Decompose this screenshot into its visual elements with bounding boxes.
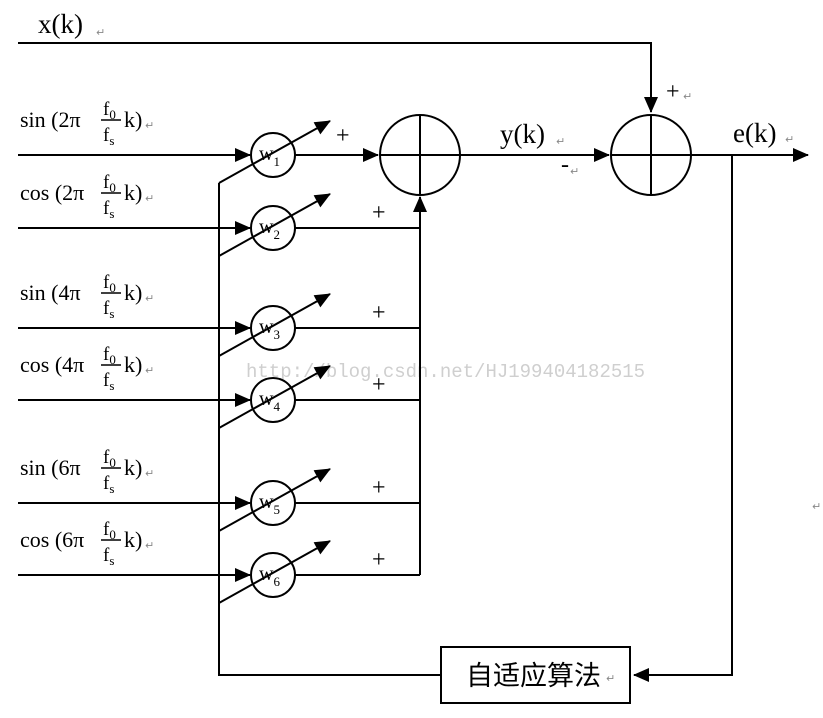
- plus-sign: +: [372, 300, 386, 326]
- input-branch: sin (2π f0 fs k)↵ w1 +: [18, 99, 379, 184]
- paragraph-mark: ↵: [145, 364, 154, 377]
- fraction-numerator: f0: [103, 99, 116, 122]
- reference-input-label: x(k): [38, 9, 83, 39]
- fraction-numerator: f0: [103, 344, 116, 367]
- input-variable-label: k): [124, 107, 142, 132]
- weight-label: w2: [259, 216, 280, 242]
- paragraph-mark: ↵: [556, 135, 565, 148]
- paragraph-mark: ↵: [145, 539, 154, 552]
- summing-junction-error: [610, 114, 692, 196]
- paragraph-mark: ↵: [785, 133, 794, 146]
- output-label: y(k): [500, 119, 545, 149]
- input-variable-label: k): [124, 455, 142, 480]
- fraction-denominator: fs: [103, 198, 114, 221]
- input-variable-label: k): [124, 352, 142, 377]
- paragraph-mark: ↵: [570, 165, 579, 178]
- fraction-denominator: fs: [103, 298, 114, 321]
- plus-sign: +: [372, 475, 386, 501]
- error-sum-plus-sign: +: [666, 79, 680, 105]
- paragraph-mark: ↵: [96, 26, 105, 39]
- input-function-label: sin (2π: [20, 107, 81, 132]
- plus-sign: +: [372, 372, 386, 398]
- input-variable-label: k): [124, 280, 142, 305]
- input-variable-label: k): [124, 527, 142, 552]
- plus-sign: +: [336, 123, 350, 149]
- fraction-numerator: f0: [103, 272, 116, 295]
- summing-junction-output: [379, 114, 461, 196]
- input-variable-label: k): [124, 180, 142, 205]
- adaptation-arrow: [218, 193, 331, 257]
- weight-label: w6: [259, 563, 280, 589]
- paragraph-mark: ↵: [683, 90, 692, 103]
- paragraph-mark: ↵: [145, 192, 154, 205]
- adaptation-arrow: [218, 293, 331, 357]
- input-function-label: sin (4π: [20, 280, 81, 305]
- paragraph-mark: ↵: [812, 500, 821, 513]
- fraction-denominator: fs: [103, 545, 114, 568]
- fraction-denominator: fs: [103, 473, 114, 496]
- error-feedback-line: [633, 155, 733, 682]
- input-function-label: cos (4π: [20, 352, 84, 377]
- weight-label: w5: [259, 491, 280, 517]
- input-branch: cos (4π f0 fs k)↵ w4 +: [18, 344, 420, 429]
- weight-label: w4: [259, 388, 280, 414]
- adaptation-arrow: [218, 120, 331, 184]
- adaptation-bus: [218, 183, 441, 676]
- reference-signal-line: [18, 42, 658, 113]
- input-function-label: sin (6π: [20, 455, 81, 480]
- paragraph-mark: ↵: [606, 672, 615, 685]
- minus-sign: -: [561, 152, 569, 178]
- input-branch: sin (4π f0 fs k)↵ w3 +: [18, 272, 420, 357]
- watermark: http://blog.csdn.net/HJ199404182515: [246, 361, 645, 383]
- fraction-denominator: fs: [103, 370, 114, 393]
- error-label: e(k): [733, 118, 776, 148]
- adaptation-arrow: [218, 468, 331, 532]
- adaptive-algorithm-label: 自适应算法: [466, 661, 601, 692]
- input-function-label: cos (6π: [20, 527, 84, 552]
- adaptation-arrow: [218, 540, 331, 604]
- paragraph-mark: ↵: [145, 292, 154, 305]
- adaptation-arrow: [218, 365, 331, 429]
- fraction-numerator: f0: [103, 519, 116, 542]
- paragraph-mark: ↵: [145, 119, 154, 132]
- weight-label: w1: [259, 143, 280, 169]
- fraction-denominator: fs: [103, 125, 114, 148]
- fraction-numerator: f0: [103, 172, 116, 195]
- plus-sign: +: [372, 200, 386, 226]
- input-function-label: cos (2π: [20, 180, 84, 205]
- fraction-numerator: f0: [103, 447, 116, 470]
- plus-sign: +: [372, 547, 386, 573]
- paragraph-mark: ↵: [145, 467, 154, 480]
- weight-label: w3: [259, 316, 280, 342]
- input-branch: sin (6π f0 fs k)↵ w5 +: [18, 447, 420, 532]
